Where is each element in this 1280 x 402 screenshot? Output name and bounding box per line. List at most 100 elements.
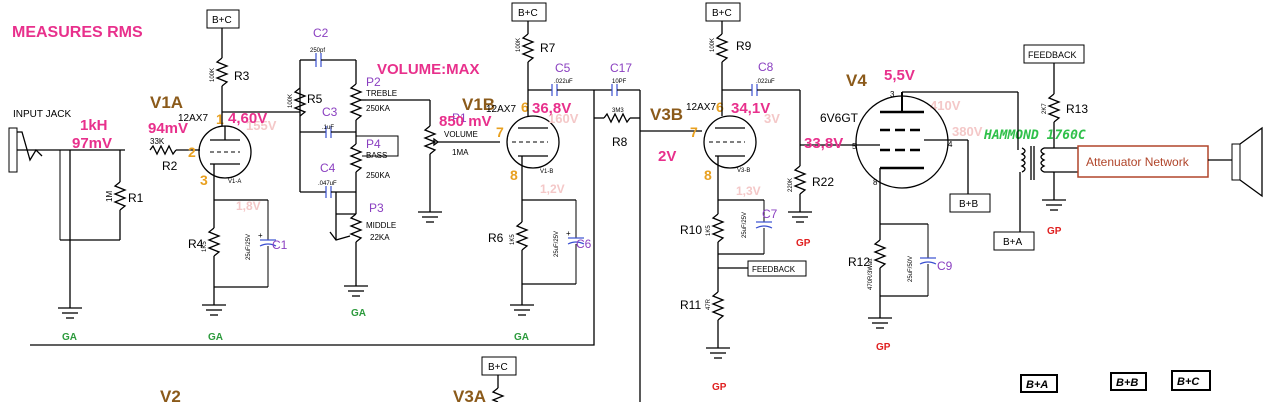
p3-value: 22KA: [370, 233, 390, 242]
r12-value: 470R/3Watt: [868, 258, 874, 290]
v1b-tube-symbol: [506, 115, 560, 200]
supply-box-4-label: B+C: [488, 362, 508, 373]
c2-capacitor: [299, 53, 357, 192]
v1b-plate-faint: 160V: [548, 111, 579, 126]
supply-box-1-label: B+C: [212, 15, 232, 26]
v3b-plate-faint: 3V: [764, 111, 780, 126]
r11-value: 47R: [706, 298, 712, 310]
r13-value: 2K7: [1042, 103, 1048, 114]
v4-grid-level: 33,8V: [804, 135, 843, 152]
v4-screen-faint: 380V: [952, 124, 983, 139]
v3b-tube-symbol: [703, 115, 757, 200]
v3b-grid-level: 2V: [658, 148, 676, 165]
p1-volume-pot: [412, 99, 500, 212]
p4-ref: P4: [366, 137, 381, 151]
v3b-plate-level: 34,1V: [731, 100, 770, 117]
v3b-label: V3-B: [737, 168, 750, 174]
supply-box-3-label: B+C: [712, 8, 732, 19]
v3b-pin-grid: 7: [690, 124, 698, 140]
v1b-pin-cathode: 8: [510, 167, 518, 183]
attenuator-network-label: Attenuator Network: [1086, 155, 1190, 169]
c1-capacitor: [259, 200, 277, 287]
supply-box-4: [481, 356, 517, 376]
c1-ref: C1: [272, 238, 288, 252]
r9-ref: R9: [736, 39, 752, 53]
c7-capacitor: [755, 200, 773, 254]
supply-box-3: [705, 2, 741, 22]
r3-ref: R3: [234, 69, 250, 83]
c4-ref: C4: [320, 161, 336, 175]
v1a-cathode-faint: 1,8V: [236, 199, 261, 213]
r11-ref: R11: [680, 298, 701, 312]
v1a-label: V1-A: [228, 179, 241, 185]
r4-resistor: [207, 178, 268, 305]
v1a-tube-type: 12AX7: [178, 113, 208, 124]
r13-resistor: [1047, 63, 1061, 148]
c9-value: 25uF/50V: [908, 256, 914, 282]
c3-value: .1uF: [322, 125, 334, 131]
v1a-pin-grid: 2: [188, 144, 196, 160]
v4-name: V4: [846, 71, 867, 90]
p2-ref: P2: [366, 75, 381, 89]
r2-resistor: [149, 144, 200, 156]
r22-value: 220K: [788, 178, 794, 192]
ground-ga-input: [58, 300, 82, 319]
c7-ref: C7: [762, 207, 778, 221]
v2-name: V2: [160, 387, 181, 402]
v3a-plate-resistor: [491, 375, 505, 402]
feedback-box-2-label: FEEDBACK: [1028, 50, 1077, 60]
ground-volume: [418, 211, 442, 223]
v3a-name: V3A: [453, 387, 486, 402]
p4-name: BASS: [366, 151, 387, 160]
ground-gp-v3b: [706, 347, 730, 359]
input-jack-label: INPUT JACK: [13, 109, 71, 120]
r12-resistor: [873, 200, 928, 318]
v1b-grid-level: 850 mV: [439, 113, 492, 130]
ground-ga-v1a-label: GA: [208, 332, 223, 343]
b-b-box-label: B+B: [959, 199, 979, 210]
v1b-plate-level: 36,8V: [532, 100, 571, 117]
r11-resistor: [711, 291, 725, 348]
c5-value: .022uF: [554, 79, 573, 85]
r12-ref: R12: [848, 255, 870, 269]
supply-box-1: [206, 9, 240, 29]
v4-pin-cathode: 8: [873, 178, 878, 187]
r10-ref: R10: [680, 223, 702, 237]
v1b-pin-plate: 6: [521, 99, 529, 115]
r8-resistor: [594, 112, 702, 402]
legend-b-a: [1020, 374, 1058, 393]
input-jack: [8, 127, 125, 300]
ground-ga-v1b-label: GA: [514, 332, 529, 343]
v1a-name: V1A: [150, 93, 183, 112]
legend-b-a-label: B+A: [1026, 379, 1048, 391]
r8-value: 3M3: [612, 108, 624, 114]
r6-resistor: [515, 199, 576, 305]
v3b-tube-type: 12AX7: [686, 102, 716, 113]
r13-ref: R13: [1066, 102, 1088, 116]
c17-ref: C17: [610, 61, 632, 75]
p1-value: 1MA: [452, 148, 469, 157]
r4-value: 1K5: [202, 241, 208, 252]
feedback-box-1-label: FEEDBACK: [752, 265, 796, 274]
v3b-cathode-faint: 1,3V: [736, 184, 761, 198]
c2-ref: C2: [313, 26, 329, 40]
v1b-cathode-faint: 1,2V: [540, 182, 565, 196]
ground-ga-v1b: [510, 304, 534, 316]
r9-resistor: [715, 21, 752, 116]
p3-ref: P3: [369, 201, 384, 215]
c3-ref: C3: [322, 105, 338, 119]
v4-tube-type: 6V6GT: [820, 111, 859, 125]
p2-name: TREBLE: [366, 89, 397, 98]
r10-resistor: [711, 199, 764, 292]
c8-capacitor: [751, 84, 801, 145]
r1-value: 1M: [105, 191, 114, 202]
c4-capacitor: [300, 186, 356, 198]
v1b-pin-grid: 7: [496, 124, 504, 140]
v4-plate-level: 5,5V: [884, 67, 915, 84]
v1b-tube-type: 12AX7: [486, 104, 516, 115]
v1b-label: V1-B: [540, 169, 553, 175]
ground-ga-tone: [344, 285, 368, 297]
volume-setting: VOLUME:MAX: [377, 61, 480, 78]
r1-ref: R1: [128, 191, 144, 205]
